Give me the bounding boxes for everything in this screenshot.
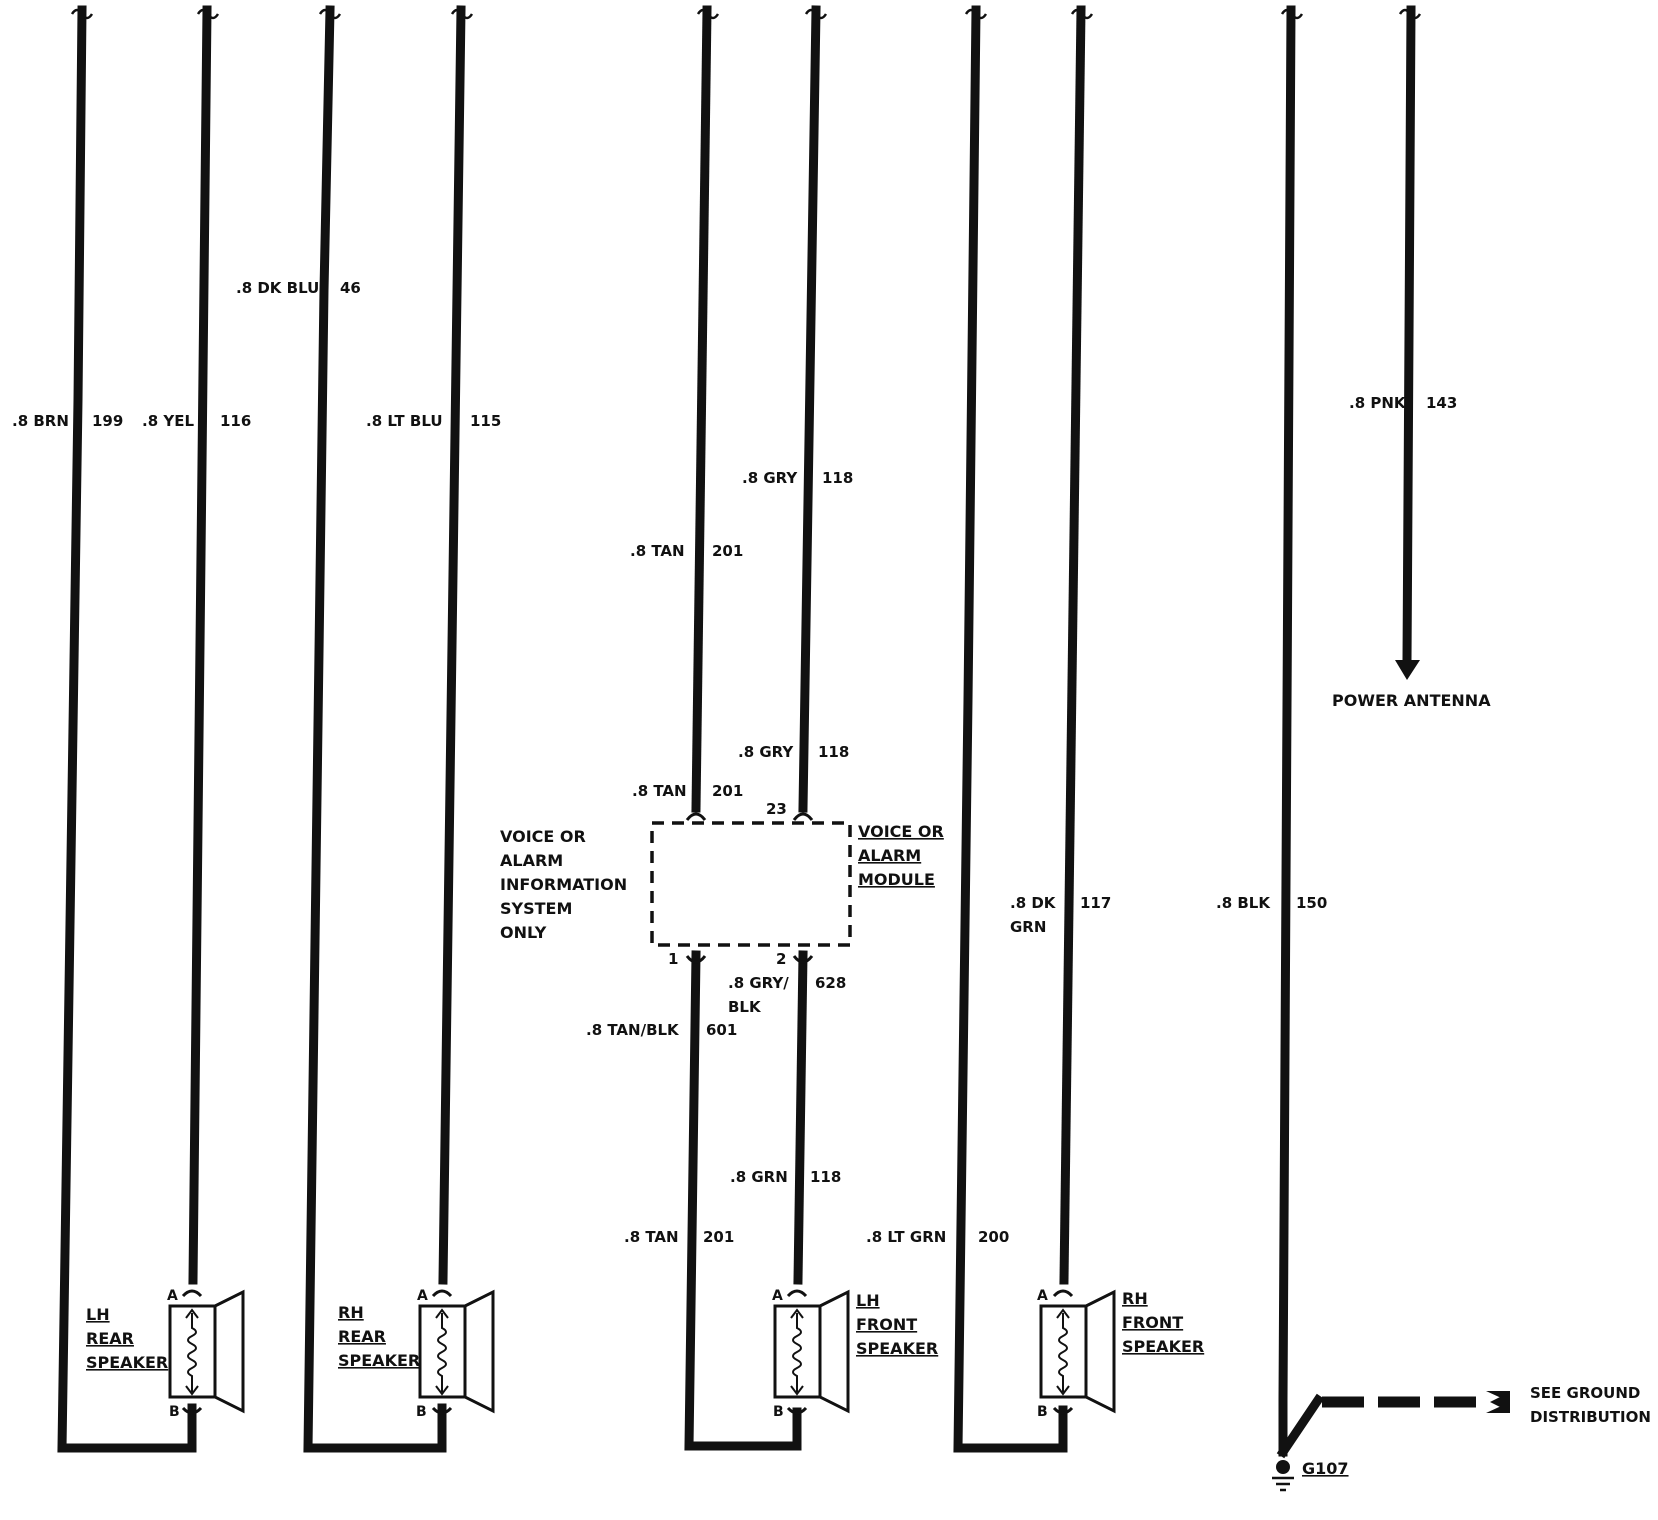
label-tan-top-circuit: 201	[712, 542, 743, 560]
module-note-line-3: INFORMATION	[500, 875, 627, 894]
label-dk-grn-color-1: .8 DK	[1010, 894, 1057, 912]
lh-rear-terminal-a: A	[167, 1288, 178, 1304]
module-pin-1-label: 1	[668, 950, 678, 968]
module-pin-2-label: 2	[776, 950, 786, 968]
module-name-line-1: VOICE OR	[858, 822, 944, 841]
wire-yel-116	[188, 5, 212, 1285]
power-antenna-label: POWER ANTENNA	[1332, 691, 1491, 710]
wire-gry-118-top	[798, 5, 821, 813]
lh-front-speaker-label-2: FRONT	[856, 1315, 917, 1334]
lh-front-speaker-label-1: LH	[856, 1291, 880, 1310]
lh-rear-terminal-b: B	[169, 1404, 180, 1420]
rh-rear-terminal-b: B	[416, 1404, 427, 1420]
wire-dk-grn-117	[1059, 5, 1086, 1285]
rh-rear-speaker-label-1: RH	[338, 1303, 364, 1322]
wire-tan-blk-601	[684, 950, 802, 1451]
rh-rear-speaker-label-2: REAR	[338, 1327, 386, 1346]
lh-front-speaker-label-3: SPEAKER	[856, 1339, 938, 1358]
label-tan-mid-color: .8 TAN	[632, 782, 687, 800]
label-tan-blk-color: .8 TAN/BLK	[586, 1021, 680, 1039]
module-note-line-2: ALARM	[500, 851, 563, 870]
wire-pnk-143	[1402, 5, 1416, 665]
label-yel-color: .8 YEL	[142, 412, 194, 430]
lh-rear-speaker-label-2: REAR	[86, 1329, 134, 1348]
label-tan-blk-circuit: 601	[706, 1021, 737, 1039]
rh-front-speaker-label-2: FRONT	[1122, 1313, 1183, 1332]
wire-gry-blk-628	[793, 950, 808, 1285]
wire-break-symbols	[70, 8, 1422, 20]
label-gry-top-circuit: 118	[822, 469, 853, 487]
label-grn-circuit: 118	[810, 1168, 841, 1186]
module-note-line-5: ONLY	[500, 923, 547, 942]
module-note-line-1: VOICE OR	[500, 827, 586, 846]
label-pnk-color: .8 PNK	[1349, 394, 1407, 412]
module-pin-23-connector	[792, 812, 814, 821]
ground-symbol	[1272, 1460, 1294, 1492]
label-blk-color: .8 BLK	[1216, 894, 1271, 912]
label-tan-mid-circuit: 201	[712, 782, 743, 800]
label-dk-grn-circuit: 117	[1080, 894, 1111, 912]
label-lt-blu-color: .8 LT BLU	[366, 412, 443, 430]
wire-blk-150	[1278, 5, 1296, 1457]
module-pin-2-connector	[792, 955, 814, 964]
power-antenna-arrow	[1395, 660, 1420, 680]
label-brn-circuit: 199	[92, 412, 123, 430]
lh-rear-speaker	[168, 1289, 245, 1415]
label-gry-blk-color-1: .8 GRY/	[728, 974, 789, 992]
module-name-line-2: ALARM	[858, 846, 921, 865]
rh-front-speaker	[1039, 1289, 1116, 1415]
rh-rear-terminal-a: A	[417, 1288, 428, 1304]
label-lt-grn-circuit: 200	[978, 1228, 1009, 1246]
label-yel-circuit: 116	[220, 412, 251, 430]
rh-front-speaker-label-3: SPEAKER	[1122, 1337, 1204, 1356]
see-ground-line-1: SEE GROUND	[1530, 1384, 1640, 1402]
label-dk-grn-color-2: GRN	[1010, 918, 1046, 936]
module-pin-1-connector	[685, 955, 707, 964]
label-tan-bot-circuit: 201	[703, 1228, 734, 1246]
lh-front-terminal-b: B	[773, 1404, 784, 1420]
label-blk-circuit: 150	[1296, 894, 1327, 912]
label-grn-color: .8 GRN	[730, 1168, 788, 1186]
label-gry-blk-color-2: BLK	[728, 998, 762, 1016]
label-tan-top-color: .8 TAN	[630, 542, 685, 560]
lh-front-terminal-a: A	[772, 1288, 783, 1304]
label-gry-top-color: .8 GRY	[742, 469, 798, 487]
wire-lt-blu-115	[438, 5, 466, 1285]
voice-alarm-module-box	[650, 821, 852, 947]
ground-g107-label: G107	[1302, 1459, 1349, 1478]
module-name-line-3: MODULE	[858, 870, 935, 889]
lh-front-speaker	[773, 1289, 850, 1415]
lh-rear-speaker-label-3: SPEAKER	[86, 1353, 168, 1372]
wire-tan-201-top	[691, 5, 712, 813]
rh-rear-speaker-label-3: SPEAKER	[338, 1351, 420, 1370]
wire-blk-150-bend	[1276, 1393, 1325, 1459]
label-dk-blu-circuit: 46	[340, 279, 361, 297]
module-pin-201-connector	[685, 812, 707, 821]
wire-lt-grn-200	[953, 5, 1068, 1453]
see-ground-line-2: DISTRIBUTION	[1530, 1408, 1651, 1426]
rh-front-speaker-label-1: RH	[1122, 1289, 1148, 1308]
module-pin-23-label: 23	[766, 800, 787, 818]
rh-front-terminal-a: A	[1037, 1288, 1048, 1304]
label-lt-grn-color: .8 LT GRN	[866, 1228, 946, 1246]
wire-brn-199	[57, 5, 197, 1453]
label-pnk-circuit: 143	[1426, 394, 1457, 412]
label-gry-mid-color: .8 GRY	[738, 743, 794, 761]
label-brn-color: .8 BRN	[12, 412, 69, 430]
label-dk-blu-color: .8 DK BLU	[236, 279, 319, 297]
ground-arrow-head	[1490, 1392, 1510, 1412]
label-tan-bot-color: .8 TAN	[624, 1228, 679, 1246]
label-gry-mid-circuit: 118	[818, 743, 849, 761]
wire-dk-blu-lt-blu	[303, 5, 447, 1453]
lh-rear-speaker-label-1: LH	[86, 1305, 110, 1324]
label-lt-blu-circuit: 115	[470, 412, 501, 430]
rh-rear-speaker	[418, 1289, 495, 1415]
module-note-line-4: SYSTEM	[500, 899, 572, 918]
label-gry-blk-circuit: 628	[815, 974, 846, 992]
rh-front-terminal-b: B	[1037, 1404, 1048, 1420]
